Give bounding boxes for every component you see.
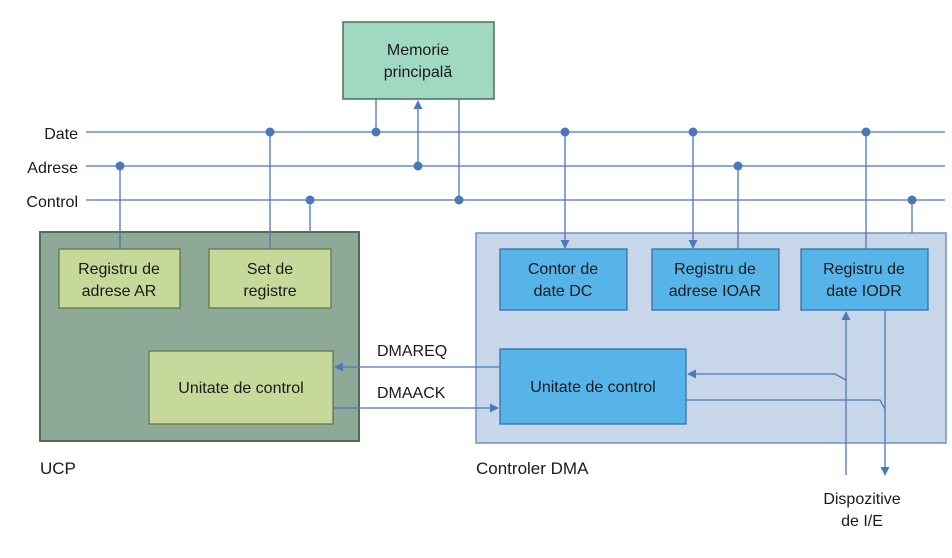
- cpu-control-unit-label: Unitate de control: [178, 380, 303, 397]
- ioar-register-line1: Registru de: [674, 261, 756, 278]
- dmareq-label: DMAREQ: [377, 343, 447, 360]
- ar-register-line2: adrese AR: [82, 283, 157, 300]
- dma-cu-to-io-line: [686, 399, 886, 410]
- connector-lines: [119, 99, 913, 249]
- address-bus-label: Adrese: [27, 160, 78, 177]
- io-to-dma-cu-arrow: [687, 369, 847, 381]
- memory-label-line2: principală: [384, 64, 453, 81]
- dma-controller-label: Controler DMA: [476, 459, 589, 478]
- register-set-line2: registre: [243, 283, 296, 300]
- junction-dot: [688, 127, 698, 137]
- register-set-box: [208, 248, 332, 309]
- iodr-register-line2: date IODR: [826, 283, 902, 300]
- memory-box: [342, 21, 495, 100]
- iodr-register-box: [800, 248, 929, 311]
- dmaack-label: DMAACK: [377, 385, 446, 402]
- junction-dot: [733, 161, 743, 171]
- dc-counter-line2: date DC: [534, 283, 593, 300]
- cpu-control-unit-box: [148, 350, 334, 425]
- handshake-lines: [333, 362, 500, 413]
- junction-dot: [861, 127, 871, 137]
- ioar-register-box: [651, 248, 780, 311]
- junction-dot: [413, 161, 423, 171]
- junction-dot: [454, 195, 464, 205]
- ioar-register-line2: adrese IOAR: [669, 283, 761, 300]
- dc-counter-box: [499, 248, 628, 311]
- junction-dot: [115, 161, 125, 171]
- bus-junctions: [115, 127, 917, 205]
- junction-dot: [907, 195, 917, 205]
- ar-register-line1: Registru de: [78, 261, 160, 278]
- register-set-line1: Set de: [247, 261, 293, 278]
- bus-lines: [86, 131, 945, 201]
- cpu-label: UCP: [40, 459, 76, 478]
- io-devices-line1: Dispozitive: [823, 491, 900, 508]
- data-bus-label: Date: [44, 126, 78, 143]
- iodr-register-line1: Registru de: [823, 261, 905, 278]
- memory-label-line1: Memorie: [387, 42, 449, 59]
- junction-dot: [560, 127, 570, 137]
- junction-dot: [371, 127, 381, 137]
- ar-register-box: [58, 248, 181, 309]
- io-device-lines: [686, 310, 890, 476]
- dc-counter-line1: Contor de: [528, 261, 598, 278]
- dma-control-unit-box: [499, 348, 687, 425]
- io-devices-line2: de I/E: [841, 513, 883, 530]
- dma-control-unit-label: Unitate de control: [530, 379, 655, 396]
- junction-dot: [305, 195, 315, 205]
- junction-dot: [265, 127, 275, 137]
- control-bus-label: Control: [26, 194, 78, 211]
